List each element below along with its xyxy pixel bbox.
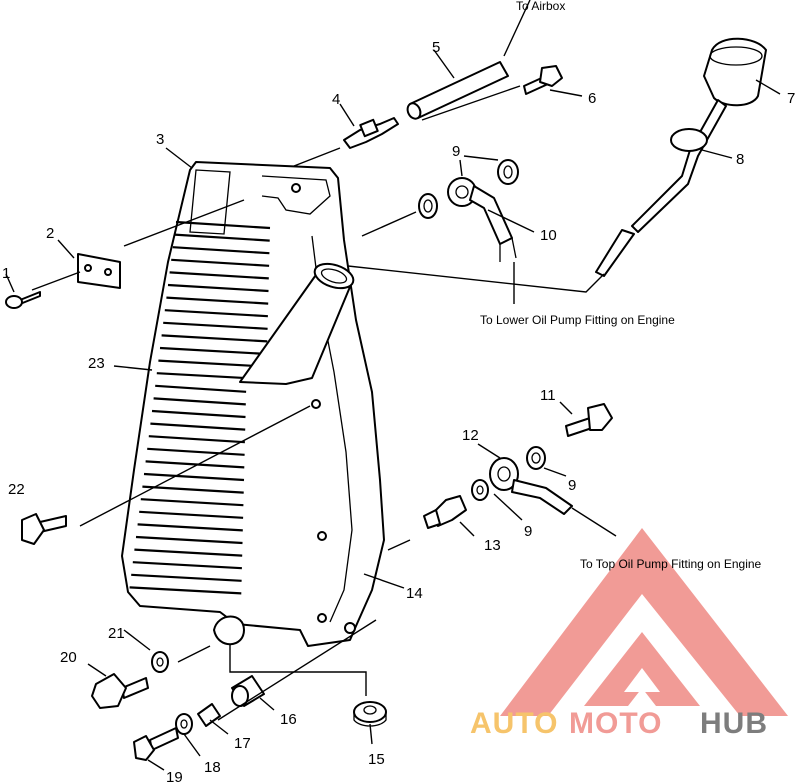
cooling-fin — [159, 346, 268, 356]
cooling-fin — [143, 472, 245, 482]
cooling-fin — [161, 334, 268, 343]
oil-tank — [121, 161, 385, 647]
vent-fitting — [343, 117, 399, 149]
cooling-fin — [169, 271, 269, 280]
spacer-17 — [197, 703, 221, 727]
callout-13: 13 — [484, 537, 501, 554]
logo-word-moto: MOTO — [569, 707, 662, 740]
cooling-fin — [172, 246, 270, 255]
callout-3: 3 — [156, 131, 164, 148]
callout-8: 8 — [736, 151, 744, 168]
grommet-16 — [231, 675, 265, 707]
cooling-fin — [171, 258, 270, 267]
mounting-bracket — [77, 253, 121, 289]
callout-19: 19 — [166, 769, 183, 784]
cooling-fin — [135, 535, 243, 545]
cooling-fin — [148, 435, 245, 444]
vent-hose — [406, 61, 509, 120]
leader-lines — [5, 0, 781, 771]
cooling-fin — [151, 409, 246, 419]
grommet-15 — [353, 701, 387, 727]
washer-21 — [151, 651, 169, 673]
callout-7: 7 — [787, 90, 795, 107]
callout-9-upper: 9 — [452, 143, 460, 160]
cooling-fin — [167, 283, 269, 293]
callout-11: 11 — [540, 387, 556, 404]
tank-cooling-fins — [129, 220, 271, 595]
bolt-11 — [565, 403, 613, 437]
banjo-fitting-12 — [471, 446, 573, 515]
screw-1 — [5, 291, 41, 309]
bolt-19 — [133, 727, 179, 761]
callout-21: 21 — [108, 625, 125, 642]
cooling-fin — [131, 573, 242, 582]
cooling-fin — [153, 397, 246, 406]
cooling-fin — [132, 561, 242, 570]
cooling-fin — [174, 233, 270, 242]
callout-15: 15 — [368, 751, 385, 768]
callout-22: 22 — [8, 481, 25, 498]
cooling-fin — [139, 510, 244, 519]
callout-2: 2 — [46, 225, 54, 242]
automotohub-logo: AUTO MOTO HUB — [470, 528, 788, 740]
callout-9-right: 9 — [568, 477, 576, 494]
callout-1: 1 — [2, 265, 10, 282]
cooling-fin — [155, 384, 247, 393]
callout-20: 20 — [60, 649, 77, 666]
cooling-fin — [140, 498, 244, 507]
callout-17: 17 — [234, 735, 251, 752]
callout-4: 4 — [332, 91, 340, 108]
bolt-20 — [91, 673, 149, 709]
logo-triangle — [500, 528, 788, 716]
cooling-fin — [134, 548, 243, 557]
logo-word-auto: AUTO — [470, 707, 558, 740]
note-to-airbox: To Airbox — [516, 0, 565, 13]
callout-14: 14 — [406, 585, 423, 602]
o-ring — [670, 128, 708, 152]
cooling-fin — [150, 422, 246, 431]
cooling-fin — [147, 447, 245, 456]
callout-6: 6 — [588, 90, 596, 107]
note-to-lower-oil-pump: To Lower Oil Pump Fitting on Engine — [480, 313, 675, 327]
note-to-top-oil-pump: To Top Oil Pump Fitting on Engine — [580, 557, 762, 571]
cooling-fin — [163, 321, 268, 330]
cooling-fin — [166, 296, 269, 305]
callout-12: 12 — [462, 427, 479, 444]
sensor-13 — [423, 495, 467, 529]
bolt-22 — [21, 513, 67, 545]
cooling-fin — [164, 309, 268, 318]
callout-9-lower: 9 — [524, 523, 532, 540]
callout-18: 18 — [204, 759, 221, 776]
callout-5: 5 — [432, 39, 440, 56]
logo-word-hub: HUB — [700, 707, 768, 740]
callout-23: 23 — [88, 355, 105, 372]
cooling-fin — [129, 586, 242, 595]
callout-10: 10 — [540, 227, 557, 244]
upper-banjo-fitting — [418, 159, 519, 262]
callout-labels: 1 2 3 4 5 6 7 8 9 10 11 12 9 9 13 14 15 … — [2, 39, 795, 784]
callout-16: 16 — [280, 711, 297, 728]
cooling-fin — [137, 523, 243, 532]
cooling-fin — [158, 359, 267, 368]
cooling-fin — [145, 460, 245, 469]
cooling-fin — [175, 220, 271, 230]
washer-18 — [175, 713, 193, 735]
banjo-bolt-6 — [523, 65, 563, 95]
cooling-fin — [142, 485, 244, 494]
